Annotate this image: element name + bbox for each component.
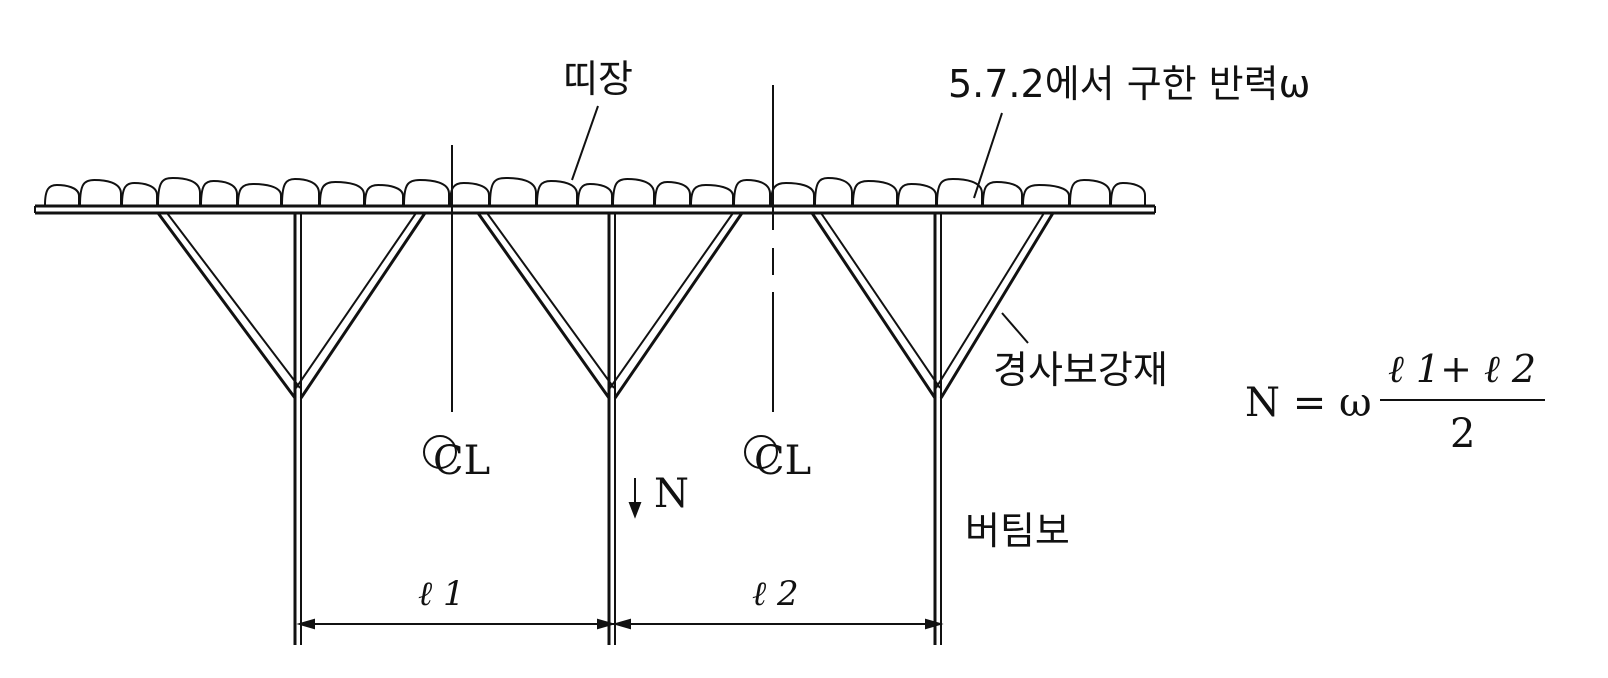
lagging-stones [44, 176, 1146, 206]
lagging-stone [690, 183, 734, 206]
formula-denominator: 2 [1450, 411, 1475, 457]
lagging-stone [200, 179, 238, 206]
brace-right-inner [295, 212, 417, 389]
lagging-stone [654, 180, 691, 206]
span-dimension [296, 618, 944, 630]
centerlines [451, 85, 774, 412]
lagging-stone [770, 181, 815, 206]
span-1-label: ℓ 1 [418, 574, 465, 614]
struts [156, 212, 1055, 645]
reaction-label: 5.7.2에서 구한 반력ω [948, 62, 1310, 106]
wale-beam [34, 204, 1156, 215]
lagging-label: 띠장 [563, 57, 633, 101]
leader-reaction [973, 112, 1003, 199]
lagging-stone [1069, 178, 1111, 206]
brace-right [939, 212, 1055, 399]
leader-lagging [571, 105, 599, 181]
span-2-label: ℓ 2 [752, 574, 799, 614]
lagging-stone [1110, 181, 1146, 206]
centerline-label-2: CL [754, 438, 811, 484]
lagging-stone [536, 179, 578, 206]
brace-label: 경사보강재 [993, 348, 1168, 392]
brace-left-inner [166, 212, 301, 389]
lagging-stone [489, 176, 537, 206]
lagging-stone [403, 178, 450, 206]
lagging-stone [814, 176, 853, 206]
formula-numerator: ℓ 1+ ℓ 2 [1388, 347, 1536, 391]
lagging-stone [936, 177, 983, 206]
centerline-symbol-2: CL [744, 435, 811, 484]
formula-lhs: N = ω [1245, 380, 1372, 426]
strut-2 [476, 212, 744, 645]
lagging-stone [157, 176, 201, 206]
lagging-stone [1022, 183, 1070, 206]
strut-label: 버팀보 [965, 509, 1070, 553]
lagging-stone [364, 183, 404, 206]
formula: N = ω ℓ 1+ ℓ 2 2 [1245, 347, 1545, 457]
axial-force-label: N [654, 471, 689, 517]
lagging-stone [319, 180, 365, 206]
lagging-stone [733, 178, 771, 206]
brace-left [476, 212, 611, 399]
leader-brace [1001, 312, 1029, 344]
centerline-symbol-1: CL [423, 435, 490, 484]
brace-right [299, 212, 427, 399]
strut-3 [810, 212, 1055, 645]
lagging-stone [577, 182, 613, 206]
strut-1 [156, 212, 427, 645]
brace-right-inner [609, 212, 734, 389]
lagging-stone [237, 182, 282, 206]
axial-force-arrow [628, 478, 642, 519]
lagging-stone [897, 182, 937, 206]
lagging-stone [44, 183, 80, 206]
brace-right [613, 212, 744, 399]
brace-left [810, 212, 937, 399]
lagging-stone [982, 180, 1023, 206]
centerline-label-1: CL [433, 438, 490, 484]
lagging-stone [852, 179, 898, 206]
leader-lines [571, 105, 1029, 344]
lagging-stone [79, 178, 122, 206]
brace-left-inner [486, 212, 615, 389]
lagging-stone [449, 181, 490, 206]
brace-left [156, 212, 297, 399]
lagging-stone [281, 177, 320, 206]
lagging-stone [121, 181, 158, 206]
brace-right-inner [935, 212, 1045, 389]
brace-left-inner [820, 212, 941, 389]
lagging-stone [612, 177, 655, 206]
